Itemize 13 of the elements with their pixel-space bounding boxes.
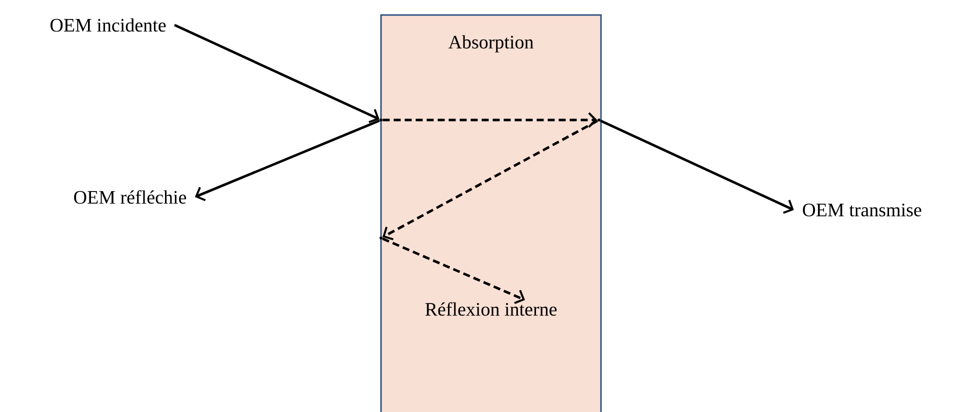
label-text: OEM incidente	[50, 18, 166, 32]
arrow	[174, 24, 380, 124]
label-text: OEM réfléchie	[74, 190, 186, 204]
arrow	[194, 120, 380, 202]
arrow	[600, 120, 794, 214]
junction-point	[380, 118, 382, 122]
layer-label: Réflexion interne	[425, 302, 557, 316]
arrow	[382, 120, 598, 240]
junction-point	[380, 236, 382, 240]
label-text: OEM transmise	[802, 204, 922, 216]
arrow	[382, 238, 525, 304]
junction-point	[598, 118, 600, 122]
arrow	[382, 112, 598, 128]
